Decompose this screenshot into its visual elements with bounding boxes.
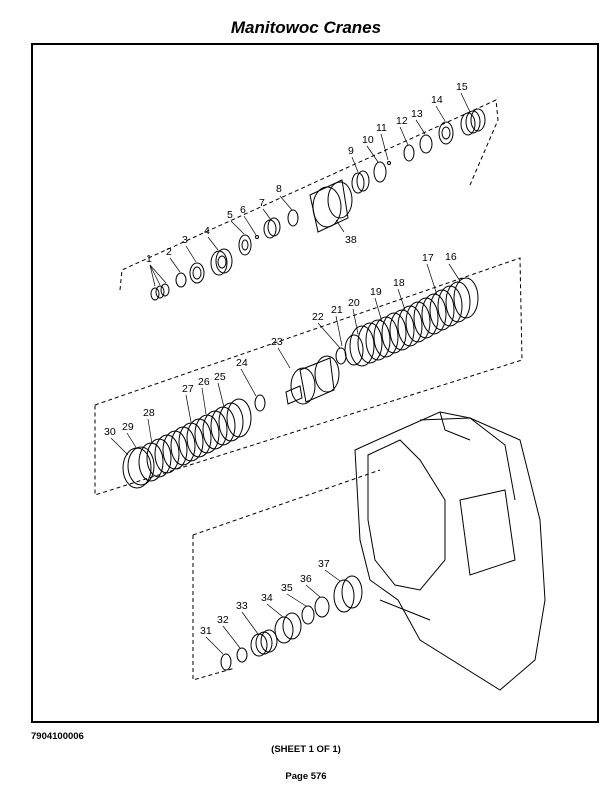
transmission-housing: [354, 411, 546, 691]
sheet-label: (SHEET 1 OF 1): [271, 744, 341, 755]
callout-19: 19: [370, 286, 382, 298]
callout-9: 9: [348, 145, 354, 157]
right-clutch-pack: [344, 277, 479, 367]
upper-assembly-outline: [119, 99, 499, 291]
callout-3: 3: [182, 234, 188, 246]
callout-5: 5: [227, 209, 233, 221]
callout-13: 13: [411, 108, 423, 120]
callout-22: 22: [312, 311, 324, 323]
callout-16: 16: [445, 251, 457, 263]
callout-31: 31: [200, 625, 212, 637]
callout-34: 34: [261, 592, 273, 604]
callout-24: 24: [236, 357, 248, 369]
callout-21: 21: [331, 304, 343, 316]
leader-lines: [110, 92, 471, 655]
callout-20: 20: [348, 297, 360, 309]
page-number: Page 576: [285, 771, 327, 782]
left-clutch-pack: [122, 398, 252, 489]
callout-2: 2: [166, 246, 172, 258]
callout-26: 26: [198, 376, 210, 388]
callout-7: 7: [259, 197, 265, 209]
callout-38: 38: [345, 234, 357, 246]
diagram-frame: [31, 43, 599, 723]
clutch-hub: [285, 347, 347, 405]
callout-30: 30: [104, 426, 116, 438]
callout-8: 8: [276, 183, 282, 195]
callout-32: 32: [217, 614, 229, 626]
lower-assembly-outline: [192, 469, 381, 681]
callout-11: 11: [376, 122, 387, 134]
callout-17: 17: [422, 252, 434, 264]
callout-37: 37: [318, 558, 330, 570]
callout-25: 25: [214, 371, 226, 383]
callout-35: 35: [281, 582, 293, 594]
callout-14: 14: [431, 94, 443, 106]
callout-1: 1: [146, 253, 152, 265]
callout-18: 18: [393, 277, 405, 289]
callout-6: 6: [240, 204, 246, 216]
bottom-row-parts: [220, 575, 363, 671]
callout-28: 28: [143, 407, 155, 419]
callout-36: 36: [300, 573, 312, 585]
page-title: Manitowoc Cranes: [230, 18, 382, 37]
document-number: 7904100006: [31, 731, 84, 742]
callout-4: 4: [204, 225, 210, 237]
callout-27: 27: [182, 383, 194, 395]
callout-23: 23: [271, 336, 283, 348]
callout-33: 33: [236, 600, 248, 612]
callout-10: 10: [362, 134, 374, 146]
callout-12: 12: [396, 115, 408, 127]
snap-ring-24: [254, 394, 266, 412]
middle-assembly-outline: [94, 257, 523, 496]
callout-29: 29: [122, 421, 134, 433]
top-row-parts: [150, 108, 486, 301]
callout-15: 15: [456, 81, 468, 93]
